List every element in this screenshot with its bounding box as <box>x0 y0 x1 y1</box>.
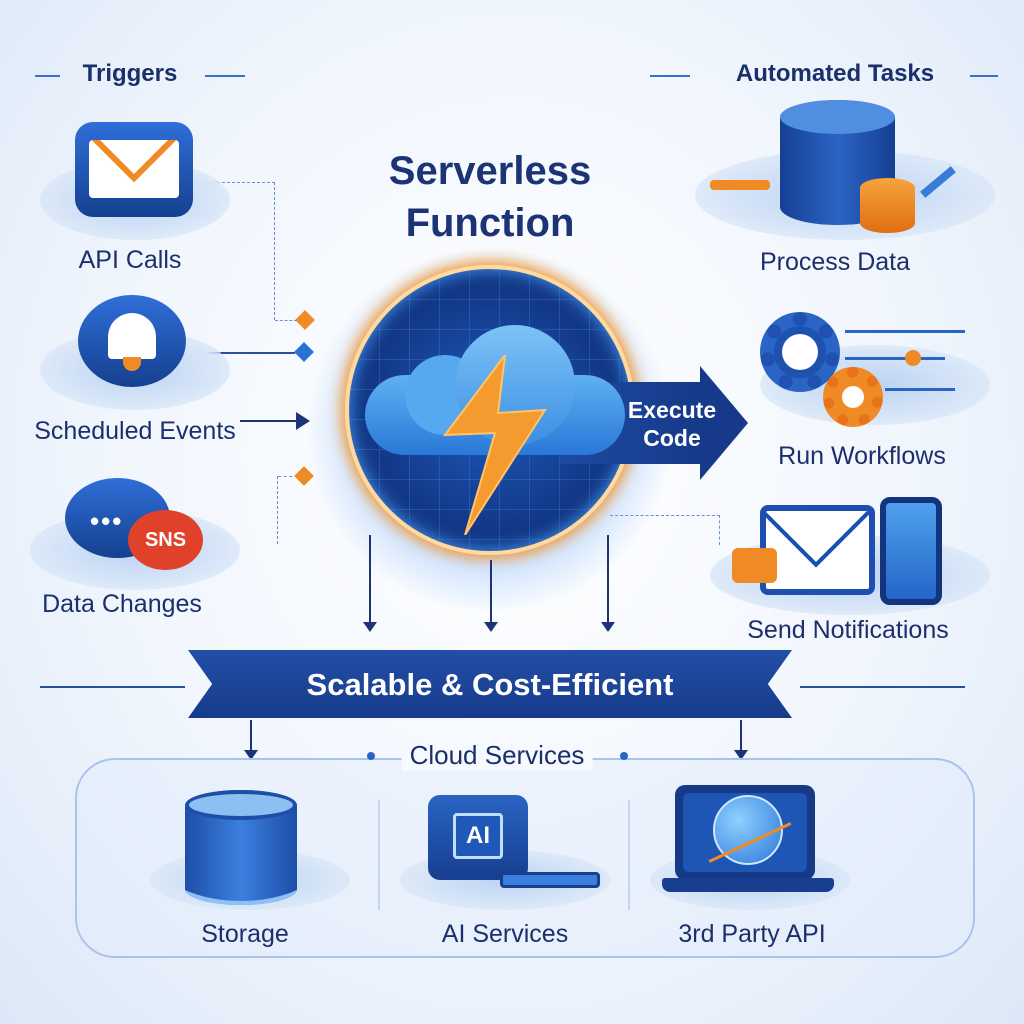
arrow-head-icon <box>700 366 748 480</box>
page-title: Serverless Function <box>290 145 690 249</box>
banner-label: Scalable & Cost-Efficient <box>306 667 674 702</box>
envelope-icon <box>75 122 193 217</box>
bell-icon <box>78 295 186 387</box>
trigger-label: Data Changes <box>42 590 202 618</box>
arrow-down-icon <box>734 720 748 760</box>
phone-icon <box>880 497 942 605</box>
divider <box>40 686 185 688</box>
ai-chip-label: AI <box>453 813 503 859</box>
triggers-heading: Triggers <box>82 60 178 87</box>
dot <box>367 752 375 760</box>
dot <box>620 752 628 760</box>
connector <box>190 352 295 354</box>
task-label: Process Data <box>759 248 911 276</box>
cloud-lightning-icon <box>365 325 625 535</box>
divider <box>378 800 380 910</box>
trigger-label: API Calls <box>78 246 182 274</box>
service-label: 3rd Party API <box>678 920 826 948</box>
keyboard-icon <box>500 872 600 888</box>
service-label: Storage <box>201 920 289 948</box>
orange-db-icon <box>860 178 915 233</box>
divider <box>35 75 60 77</box>
divider <box>628 800 630 910</box>
divider <box>205 75 245 77</box>
divider <box>970 75 998 77</box>
arrow-right-icon <box>296 412 310 430</box>
arrow-down-icon <box>244 720 258 760</box>
task-label: Run Workflows <box>778 442 946 470</box>
divider <box>650 75 690 77</box>
arrow-down-icon <box>484 560 498 632</box>
laptop-base <box>662 878 834 892</box>
service-label: AI Services <box>441 920 569 948</box>
orange-tag-icon <box>732 548 777 583</box>
connector <box>240 420 300 422</box>
gears-icon <box>760 312 980 427</box>
arrow-down-icon <box>363 535 377 632</box>
diamond-icon <box>295 310 315 330</box>
connector <box>275 320 297 321</box>
ai-chip-icon: AI <box>428 795 528 880</box>
trigger-label: Scheduled Events <box>34 417 236 445</box>
task-label: Send Notifications <box>747 616 949 644</box>
connector <box>610 515 720 545</box>
sns-badge: SNS <box>128 510 203 570</box>
banner <box>188 650 792 718</box>
connector <box>278 476 298 477</box>
execute-code-label: Execute Code <box>612 396 732 452</box>
mail-phone-icon <box>760 505 875 595</box>
laptop-globe-icon <box>675 785 815 880</box>
cloud-services-heading: Cloud Services <box>401 740 593 771</box>
title-line-2: Function <box>405 201 575 245</box>
divider <box>800 686 965 688</box>
title-line-1: Serverless <box>388 149 592 193</box>
connector <box>200 476 278 544</box>
arrow-text-1: Execute <box>627 397 717 423</box>
automated-tasks-heading: Automated Tasks <box>735 60 935 87</box>
arrow-down-icon <box>601 535 615 632</box>
diamond-icon <box>294 342 314 362</box>
arrow-text-2: Code <box>643 425 701 451</box>
storage-icon <box>185 790 297 905</box>
connector <box>192 182 275 320</box>
pipe-icon <box>710 180 770 190</box>
